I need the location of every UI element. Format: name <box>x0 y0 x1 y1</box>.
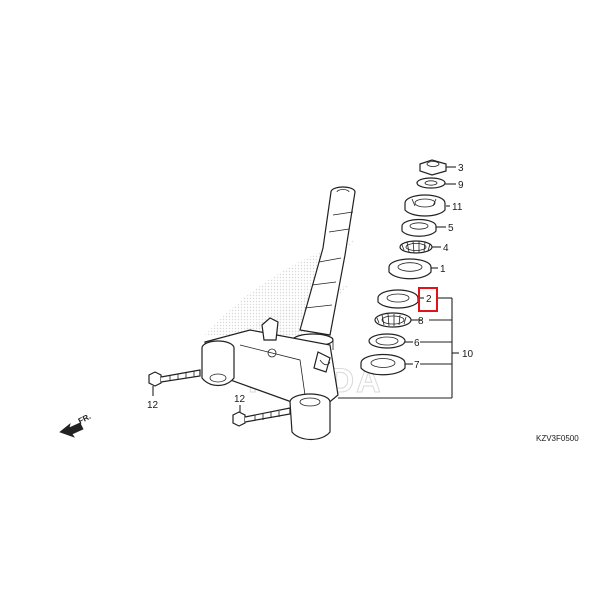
part-4-bearing <box>399 240 433 254</box>
steering-stem <box>292 186 356 350</box>
part-6-seal <box>368 333 406 349</box>
part-3-nut <box>419 159 447 176</box>
bolt-upper <box>148 369 201 387</box>
callout-7: 7 <box>414 360 420 371</box>
callout-2: 2 <box>426 294 432 305</box>
callout-9: 9 <box>458 180 464 191</box>
callout-11: 11 <box>452 202 463 213</box>
part-11-locknut <box>404 194 446 217</box>
callout-labels: 3 9 11 5 4 1 2 8 6 7 10 12 12 <box>147 163 474 411</box>
diagram-code: KZV3F0500 <box>536 434 579 443</box>
part-5-race <box>401 218 437 237</box>
front-direction-arrow: FR. <box>59 412 93 438</box>
callout-5: 5 <box>448 223 454 234</box>
callout-6: 6 <box>414 338 420 349</box>
callout-1: 1 <box>440 264 446 275</box>
part-8-bearing <box>374 312 412 328</box>
callout-10: 10 <box>462 349 474 360</box>
callout-12-lower: 12 <box>234 394 246 405</box>
bolt-lower <box>232 407 291 427</box>
part-7-race <box>360 353 406 376</box>
callout-12-upper: 12 <box>147 400 159 411</box>
callout-4: 4 <box>443 243 449 254</box>
direction-label: FR. <box>77 412 93 426</box>
highlight-box <box>418 287 438 312</box>
callout-3: 3 <box>458 163 464 174</box>
leader-lines <box>152 166 459 412</box>
part-2-race <box>377 289 419 309</box>
callout-8: 8 <box>418 316 424 327</box>
part-9-washer <box>416 177 446 189</box>
part-1-race <box>388 258 432 280</box>
stem-bracket <box>201 317 339 441</box>
